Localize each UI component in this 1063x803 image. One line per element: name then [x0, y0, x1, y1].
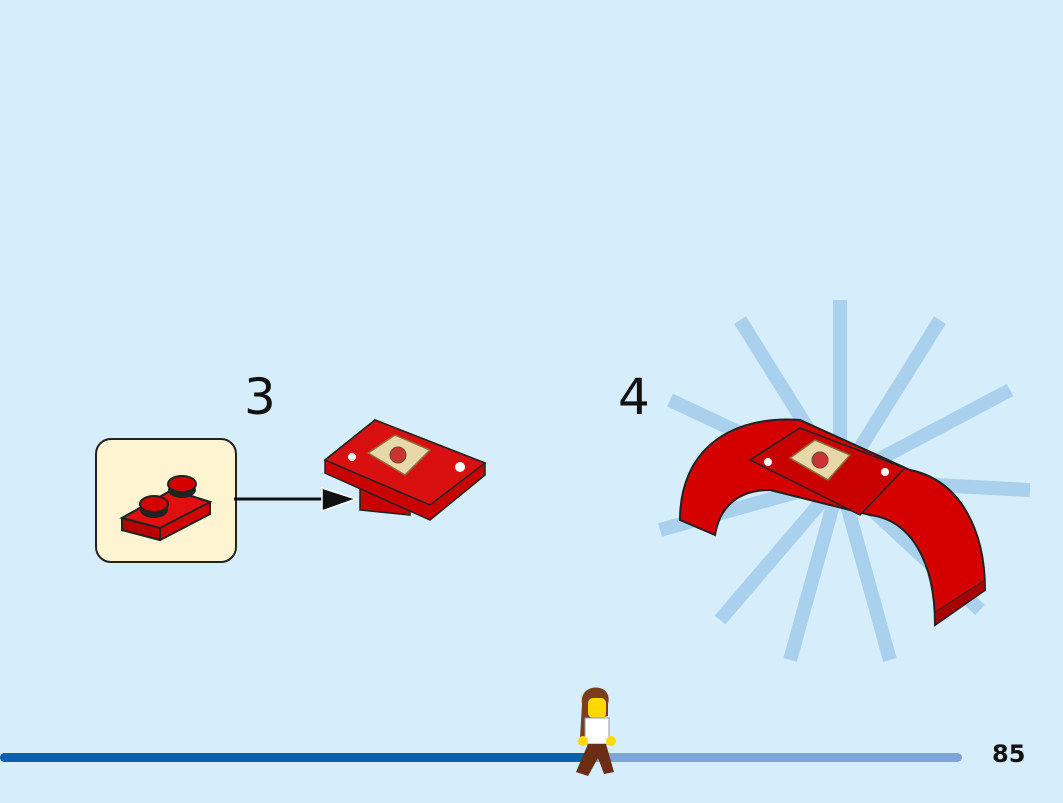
parts-callout [95, 438, 237, 563]
progress-bar-fill [0, 753, 597, 762]
arrow-icon [234, 486, 359, 513]
step-number-3: 3 [244, 368, 276, 426]
step4-assembly-image [658, 300, 1031, 662]
plate-1x2-icon [119, 475, 213, 542]
progress-bar [0, 753, 962, 762]
minifigure-progress-marker-icon [576, 687, 617, 776]
page-number: 85 [992, 740, 1026, 768]
step3-assembly-image [323, 419, 487, 521]
step-number-4: 4 [618, 368, 650, 426]
